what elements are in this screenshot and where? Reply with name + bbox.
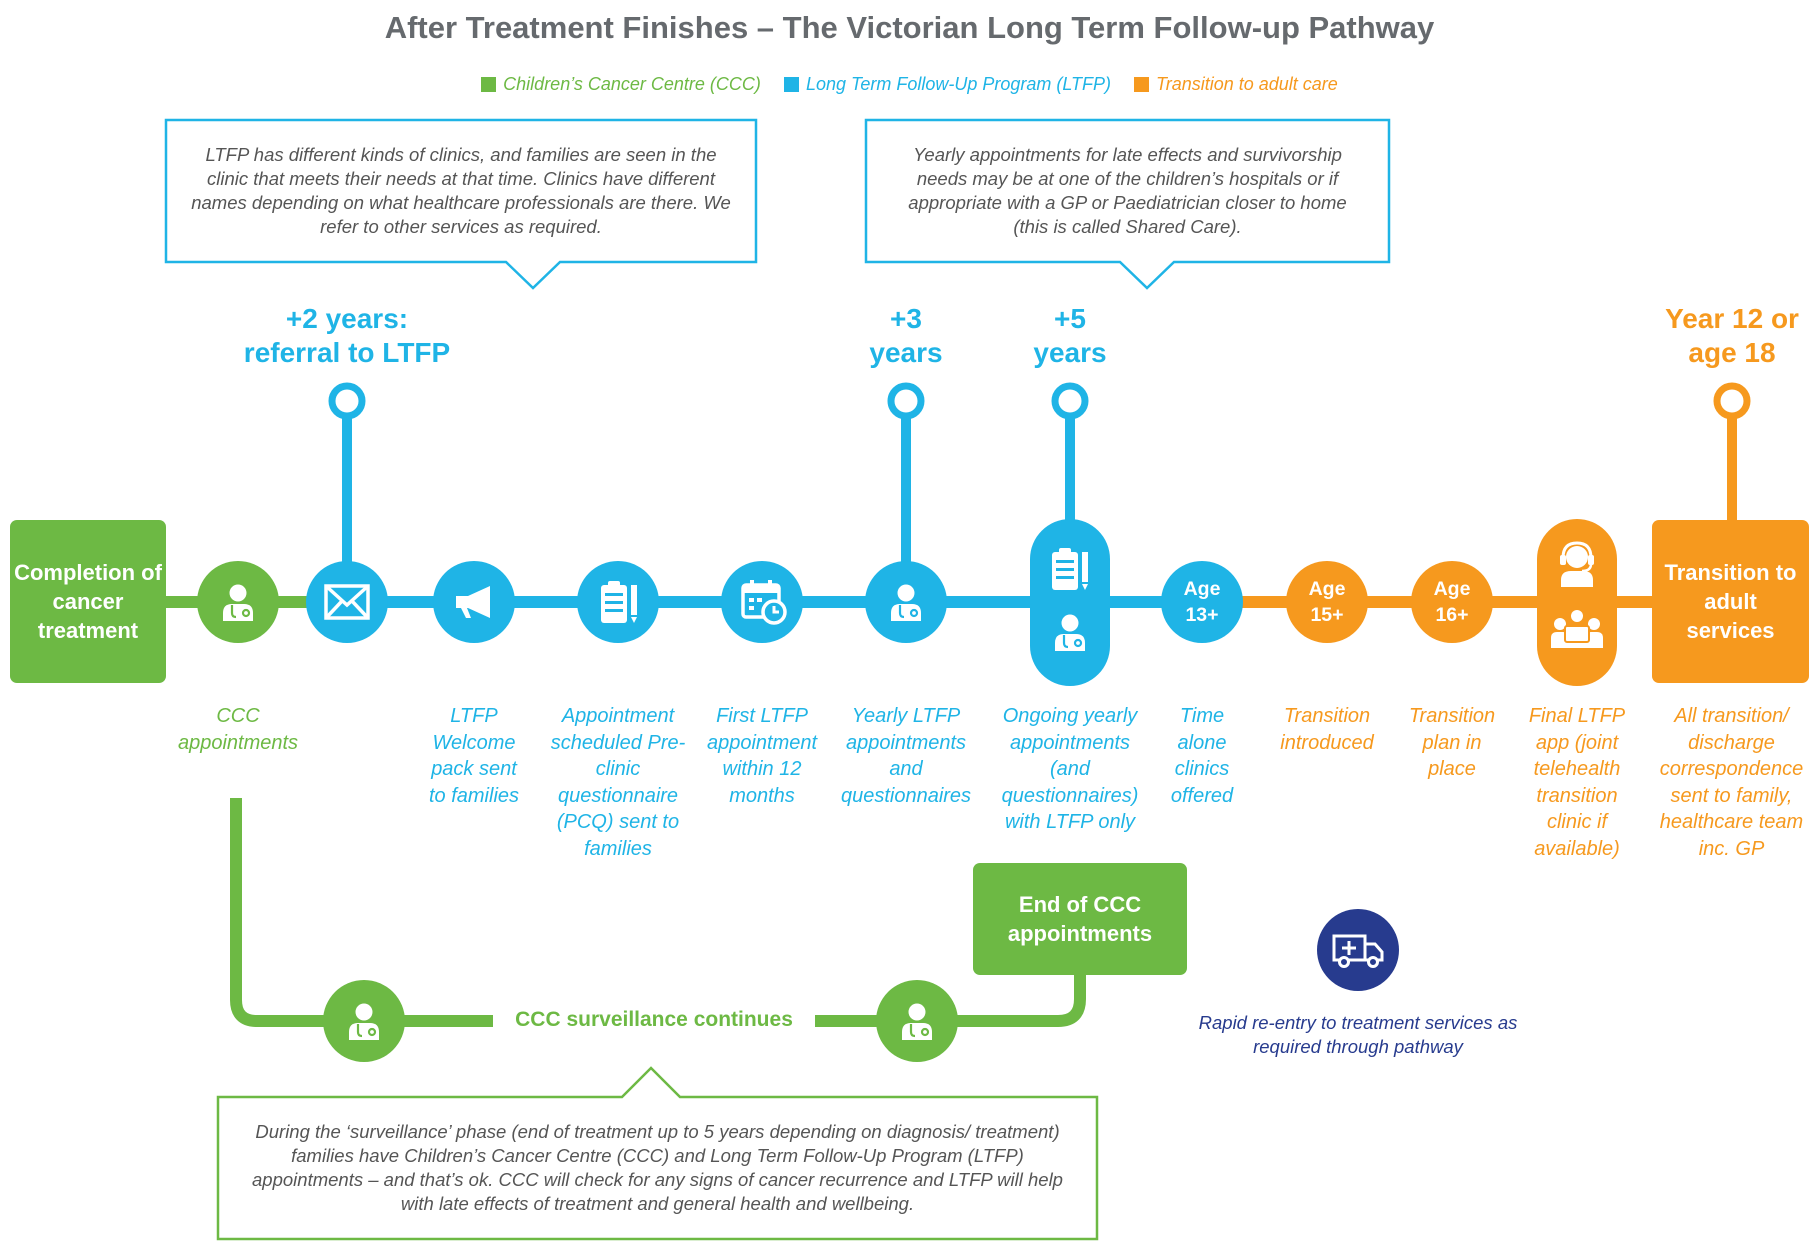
surveillance-label: CCC surveillance continues	[515, 1008, 793, 1031]
milestone-pin-five-years	[1051, 382, 1089, 524]
legend-item-ccc: Children’s Cancer Centre (CCC)	[481, 74, 761, 95]
rapid-reentry-circle	[1317, 909, 1399, 991]
milestone-year12-line2: age 18	[1688, 337, 1776, 368]
age-13-line1: Age	[1183, 578, 1221, 600]
node-ongoing-pill	[1030, 519, 1110, 686]
transition-box-label: Transition to adult services	[1664, 560, 1797, 643]
age-15-line1: Age	[1308, 578, 1346, 600]
doctor-icon	[349, 1003, 379, 1040]
envelope-icon	[324, 584, 370, 620]
milestone-five-years: +5 years	[1000, 302, 1140, 370]
node-label-appointment-scheduled: Appointment scheduled Pre-clinic questio…	[550, 705, 686, 860]
megaphone-icon	[456, 586, 490, 618]
doctor-icon	[902, 1003, 932, 1040]
calendar-clock-icon	[741, 580, 787, 625]
doctor-icon	[891, 584, 921, 621]
callout-surveillance-frame	[216, 1066, 1099, 1241]
milestone-three-years-line1: +3	[890, 303, 922, 334]
milestone-pin-referral	[328, 382, 366, 574]
node-ccc-appointments-circle	[197, 561, 279, 643]
clipboard-icon	[601, 581, 637, 623]
doctor-icon	[1055, 614, 1085, 651]
milestone-referral-line2: referral to LTFP	[243, 337, 451, 368]
legend-swatch-transition	[1134, 77, 1150, 92]
age-16-line2: 16+	[1435, 604, 1469, 626]
node-label-ongoing: Ongoing yearly appointments (and questio…	[1001, 705, 1139, 833]
node-label-transition-plan: Transition plan in place	[1408, 705, 1496, 780]
transition-box	[1652, 520, 1809, 683]
surveillance-node-left-circle	[323, 980, 405, 1062]
age-16-label: Age 16+	[1411, 576, 1493, 628]
milestone-three-years: +3 years	[836, 302, 976, 370]
legend-item-transition: Transition to adult care	[1134, 74, 1338, 95]
rapid-reentry-label: Rapid re-entry to treatment services as …	[1198, 1012, 1518, 1057]
milestone-three-years-line2: years	[869, 337, 943, 368]
node-label-transition-introduced: Transition introduced	[1280, 705, 1374, 754]
callout-ltfp-clinics-frame	[164, 118, 758, 290]
end-ccc-box	[973, 863, 1187, 975]
age-13-label: Age 13+	[1161, 576, 1243, 628]
page-title: After Treatment Finishes – The Victorian…	[384, 10, 1435, 45]
legend-swatch-ltfp	[783, 77, 799, 92]
node-age16-circle	[1411, 561, 1493, 643]
legend-label-ltfp: Long Term Follow-Up Program (LTFP)	[805, 74, 1112, 94]
milestone-year12-line1: Year 12 or	[1665, 303, 1799, 334]
ambulance-icon	[1332, 934, 1384, 968]
headset-support-icon	[1560, 541, 1594, 587]
milestone-year12: Year 12 or age 18	[1642, 302, 1819, 370]
node-label-welcome-pack: LTFP Welcome pack sent to families	[428, 705, 520, 807]
end-ccc-box-label: End of CCC appointments	[1007, 892, 1153, 946]
callout-yearly-frame	[864, 118, 1391, 290]
age-16-line1: Age	[1433, 578, 1471, 600]
milestone-five-years-line1: +5	[1054, 303, 1086, 334]
legend: Children’s Cancer Centre (CCC) Long Term…	[0, 74, 1819, 97]
milestone-pin-year12	[1713, 382, 1751, 524]
node-label-final-app: Final LTFP app (joint telehealth transit…	[1528, 705, 1626, 860]
node-label-all-transition: All transition/ discharge correspondence…	[1659, 705, 1804, 860]
node-age13-circle	[1161, 561, 1243, 643]
node-label-ccc-appointments: CCC appointments	[177, 705, 299, 754]
surveillance-path-right	[815, 975, 1086, 1027]
legend-label-transition: Transition to adult care	[1156, 74, 1338, 94]
milestone-five-years-line2: years	[1033, 337, 1107, 368]
legend-swatch-ccc	[481, 77, 497, 92]
legend-item-ltfp: Long Term Follow-Up Program (LTFP)	[783, 74, 1112, 95]
node-label-time-alone: Time alone clinics offered	[1170, 705, 1234, 807]
completion-box-label: Completion of cancer treatment	[14, 560, 162, 643]
node-label-yearly: Yearly LTFP appointments and questionnai…	[840, 705, 972, 807]
age-15-line2: 15+	[1310, 604, 1344, 626]
surveillance-path-left	[230, 798, 493, 1027]
clipboard-icon	[1052, 548, 1088, 590]
age-13-line2: 13+	[1185, 604, 1219, 626]
completion-box	[10, 520, 166, 683]
doctor-icon	[223, 584, 253, 621]
milestone-referral-line1: +2 years:	[285, 303, 409, 334]
milestone-pin-three-years	[887, 382, 925, 574]
node-envelope-circle	[306, 561, 388, 643]
node-yearly-circle	[865, 561, 947, 643]
node-label-first-appointment: First LTFP appointment within 12 months	[706, 705, 818, 807]
callout-yearly-appointments: Yearly appointments for late effects and…	[908, 144, 1347, 237]
callout-ltfp-clinics: LTFP has different kinds of clinics, and…	[191, 144, 731, 237]
callout-surveillance: During the ‘surveillance’ phase (end of …	[252, 1121, 1063, 1214]
surveillance-node-right-circle	[876, 980, 958, 1062]
node-age15-circle	[1286, 561, 1368, 643]
age-15-label: Age 15+	[1286, 576, 1368, 628]
telehealth-meeting-icon	[1551, 610, 1603, 648]
legend-label-ccc: Children’s Cancer Centre (CCC)	[503, 74, 761, 94]
milestone-referral: +2 years: referral to LTFP	[197, 302, 497, 370]
